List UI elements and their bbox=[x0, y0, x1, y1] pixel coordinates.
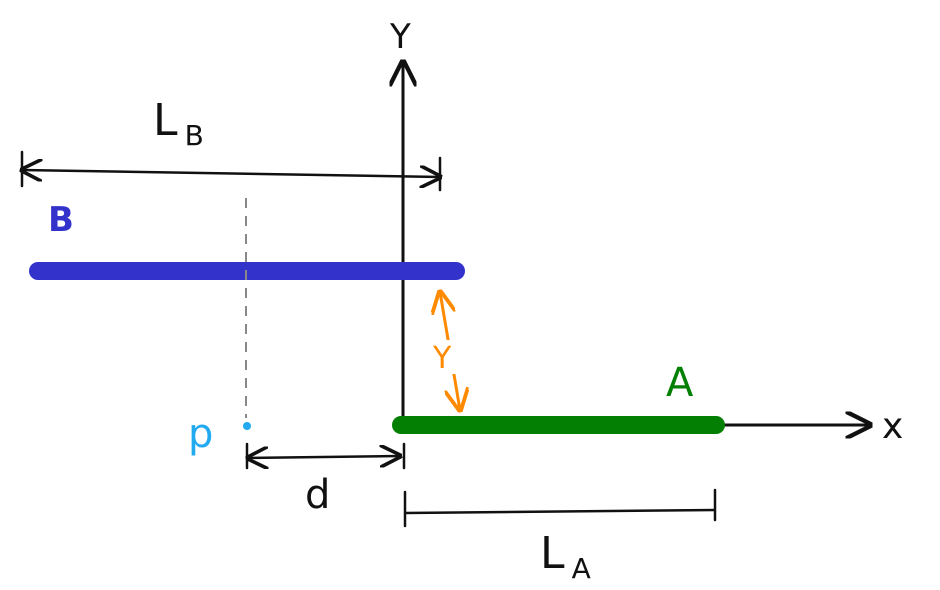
length-b-label: L B bbox=[153, 95, 204, 152]
point-p-marker bbox=[243, 422, 251, 430]
length-a-label-main: L bbox=[540, 528, 565, 579]
separation-y-label-bg bbox=[430, 340, 460, 374]
rod-a-label: A bbox=[666, 360, 694, 406]
distance-d-label: d bbox=[305, 472, 330, 518]
point-p-label: p bbox=[188, 411, 213, 457]
distance-d-arrow bbox=[248, 456, 400, 458]
separation-y-label: Y bbox=[432, 341, 452, 376]
length-b-dimension-arrow bbox=[22, 170, 440, 177]
y-axis-label: Y bbox=[389, 17, 411, 57]
length-b-label-subscript: B bbox=[185, 119, 204, 152]
rod-b-label: B bbox=[48, 200, 74, 240]
length-a-label: L A bbox=[540, 528, 591, 585]
x-axis-label: x bbox=[882, 406, 903, 447]
length-a-dimension-line bbox=[404, 508, 716, 515]
length-b-label-main: L bbox=[153, 95, 178, 146]
length-a-label-subscript: A bbox=[572, 552, 591, 585]
